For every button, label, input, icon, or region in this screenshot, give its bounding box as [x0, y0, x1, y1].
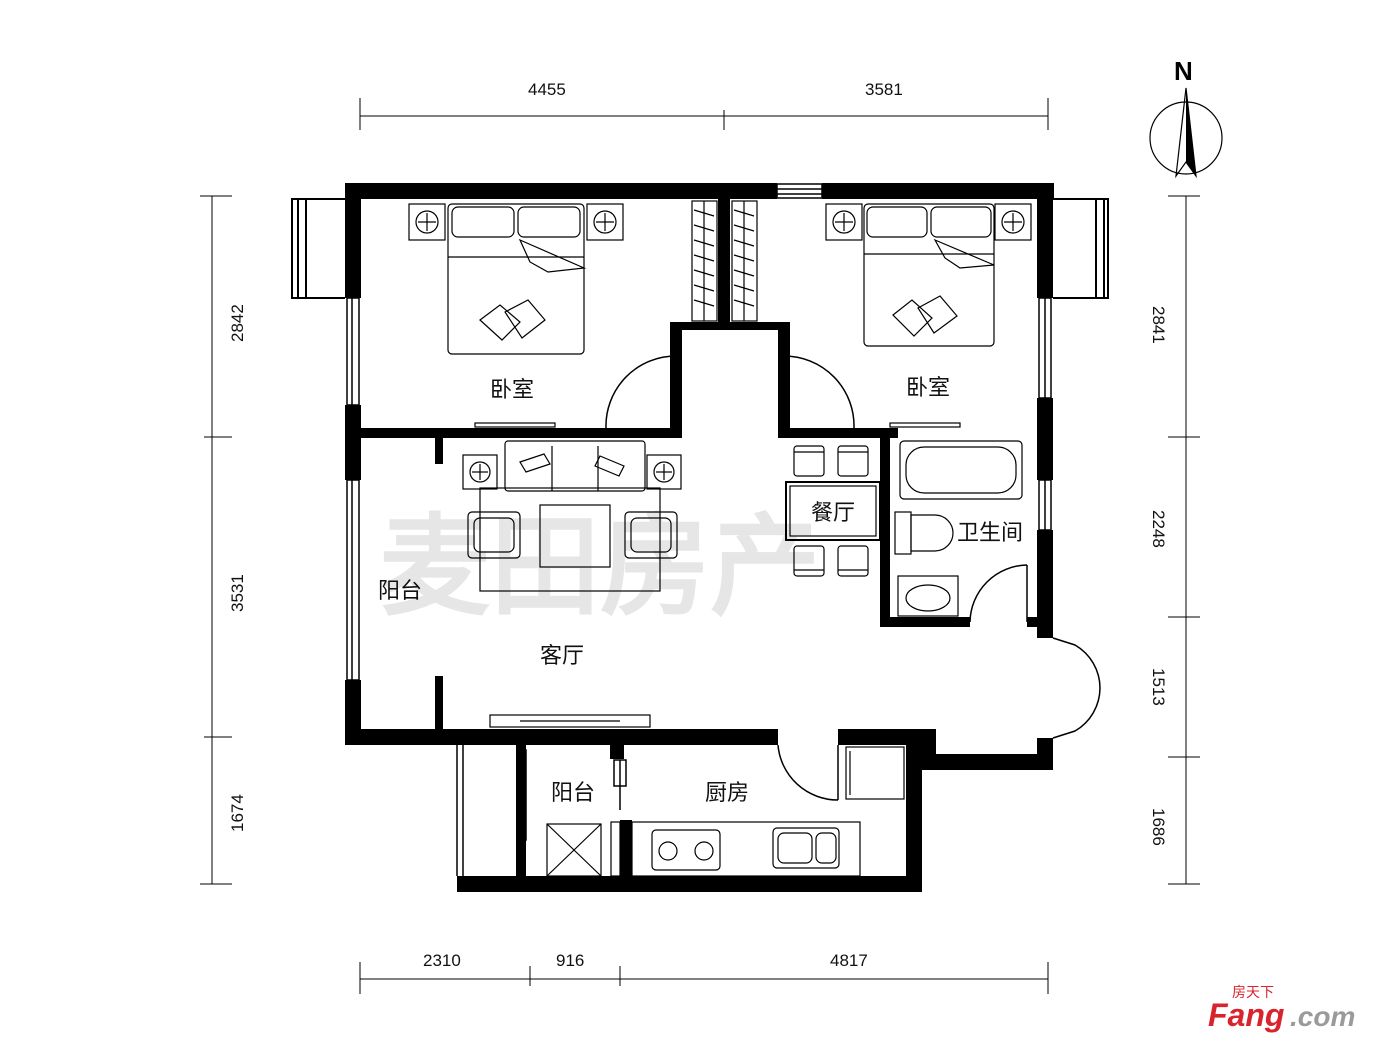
door-entry-bottom — [1052, 687, 1101, 739]
bay-windows — [291, 198, 1109, 299]
wall-kitchen-right — [906, 729, 922, 892]
wardrobe-left — [691, 200, 718, 322]
wall-stub-bottom — [435, 676, 443, 734]
fang-logo: 房天下 Fang .com — [1208, 985, 1355, 1033]
room-label-dining: 餐厅 — [811, 501, 855, 526]
bathroom-fixtures — [894, 440, 1023, 617]
dining-set — [785, 445, 881, 577]
wall-partition-right — [778, 428, 898, 438]
window-left-living — [346, 479, 360, 681]
wall-top-right — [822, 183, 1054, 199]
wall-bath-bottom — [880, 617, 970, 627]
compass-label: N — [1174, 56, 1193, 86]
room-labels: 卧室 卧室 餐厅 卫生间 阳台 客厅 阳台 厨房 — [378, 376, 1023, 806]
room-label-bedroom-left: 卧室 — [490, 378, 534, 403]
door-kitchen — [777, 744, 839, 801]
wall-left-mid — [345, 405, 361, 480]
wall-bath-left — [880, 430, 890, 625]
wall-closet-front — [670, 322, 790, 330]
bay-window-left — [291, 198, 345, 299]
walls — [345, 183, 1054, 892]
dim-left-2: 3531 — [228, 574, 247, 612]
wall-left-top — [345, 183, 361, 298]
sofa-set — [462, 440, 682, 592]
logo-top: 房天下 — [1232, 985, 1274, 1001]
bay-window-right — [1053, 198, 1109, 299]
shelf-bedroom-left — [474, 422, 556, 428]
wall-kitchen-bottom — [457, 876, 922, 892]
wall-right-mid — [1037, 398, 1053, 480]
bed-left — [408, 203, 624, 355]
room-label-living: 客厅 — [540, 644, 584, 669]
dim-right-3: 1513 — [1149, 668, 1168, 706]
dimension-labels: 4455 3581 2310 916 4817 2842 3531 1674 2… — [228, 80, 1168, 970]
door-entry-top — [1052, 637, 1101, 689]
dim-bottom-2: 916 — [556, 951, 584, 970]
dim-top-1: 4455 — [528, 80, 566, 99]
dim-right-1: 2841 — [1149, 306, 1168, 344]
door-bedroom-left — [605, 355, 677, 429]
compass: N — [1149, 56, 1223, 179]
wall-living-bottom — [345, 729, 778, 745]
window-top — [776, 183, 823, 199]
wall-top-left — [345, 183, 777, 199]
doors — [605, 355, 1101, 810]
dim-bottom-1: 2310 — [423, 951, 461, 970]
room-label-balcony-main: 阳台 — [378, 579, 422, 604]
logo-main: Fang — [1208, 997, 1284, 1033]
shelf-bedroom-right — [889, 422, 961, 428]
wall-right-top — [1037, 183, 1053, 298]
wall-left-bottom — [345, 680, 361, 745]
dim-bottom-3: 4817 — [830, 951, 868, 970]
wall-right-low — [1037, 530, 1053, 638]
wall-kitchen-top-right — [838, 729, 920, 745]
door-bathroom — [969, 564, 1028, 623]
door-bedroom-right — [783, 355, 855, 429]
dimension-lines — [200, 98, 1200, 994]
bed-right — [825, 203, 1032, 347]
room-label-bathroom: 卫生间 — [957, 521, 1023, 546]
windows — [346, 183, 1052, 876]
logo-suffix: .com — [1290, 1001, 1355, 1032]
tv-cabinet — [489, 714, 651, 728]
wall-partition-left — [361, 428, 681, 438]
wardrobe-right — [731, 200, 758, 322]
wall-step-h — [920, 754, 1053, 770]
wall-kitchen-partition — [620, 820, 632, 884]
room-label-balcony-kitchen: 阳台 — [551, 781, 595, 806]
dim-left-1: 2842 — [228, 304, 247, 342]
wall-bath-corner — [1027, 617, 1053, 627]
window-kitchen-balcony — [517, 749, 527, 841]
room-label-kitchen: 厨房 — [705, 781, 749, 806]
dim-right-4: 1686 — [1149, 808, 1168, 846]
wall-kitchen-post — [610, 745, 624, 759]
kitchen-fixtures — [546, 746, 905, 877]
dim-right-2: 2248 — [1149, 510, 1168, 548]
wall-kitchen-balcony-left — [516, 745, 526, 885]
room-label-bedroom-right: 卧室 — [906, 376, 950, 401]
dim-top-2: 3581 — [865, 80, 903, 99]
window-left-bedroom — [346, 297, 360, 406]
wall-stub-top — [435, 438, 443, 464]
furniture — [408, 200, 1032, 877]
dim-left-3: 1674 — [228, 794, 247, 832]
wall-closet-divider — [718, 199, 730, 322]
